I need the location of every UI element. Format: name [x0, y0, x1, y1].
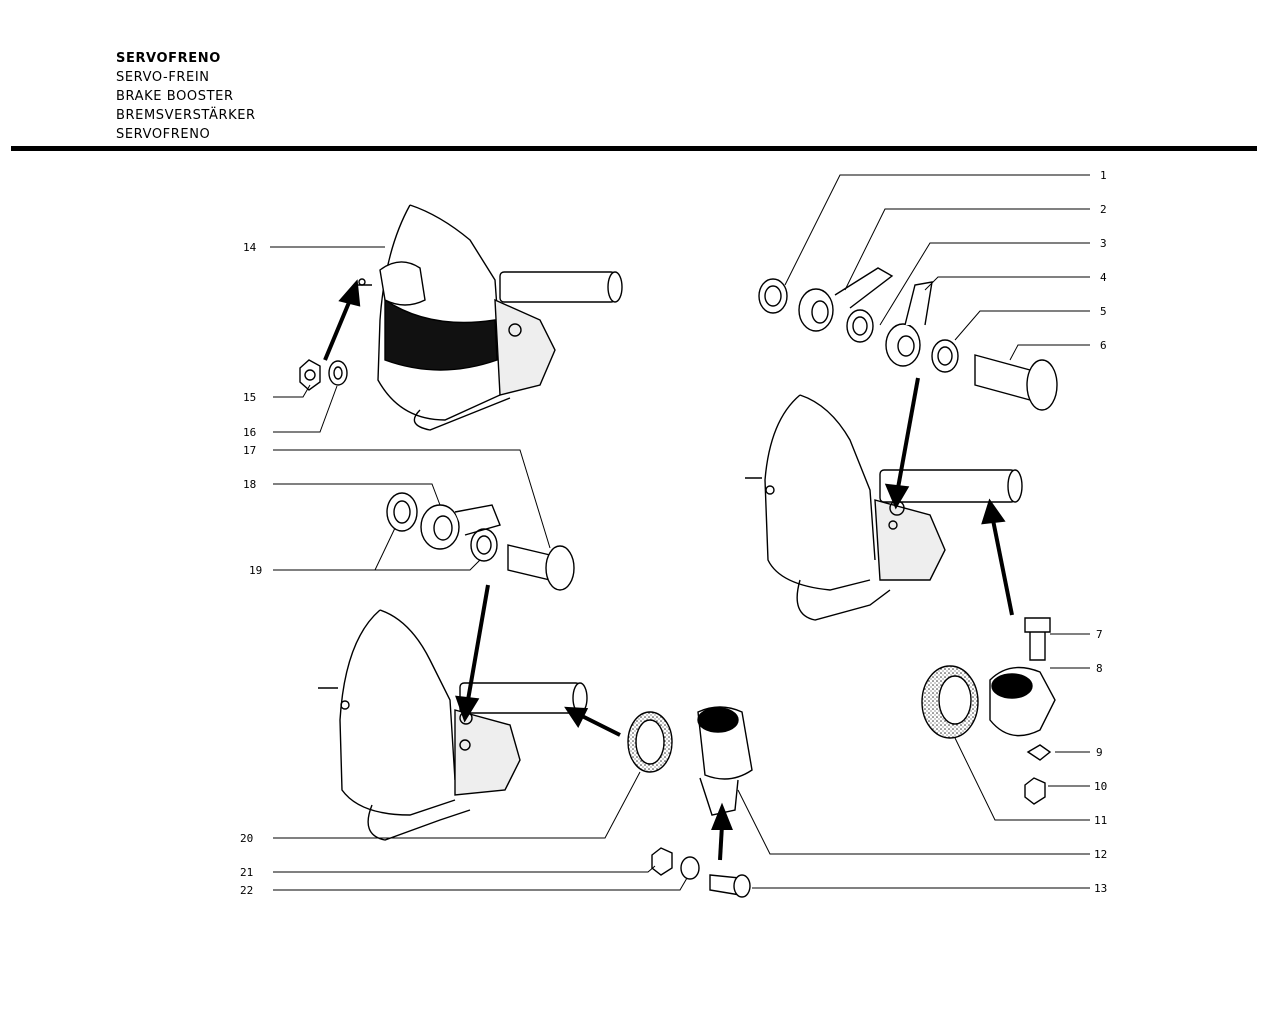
callout-1: 1	[1100, 169, 1107, 182]
nut-21	[651, 847, 673, 876]
callout-6: 6	[1100, 339, 1107, 352]
callout-labels: 1 2 3 4 5 6 7 8 9 10 11 12 13 14 15 16 1…	[240, 169, 1107, 897]
arrow-to-shaft-c	[579, 713, 621, 737]
arrow-to-clamp-12	[718, 824, 724, 861]
callout-2: 2	[1100, 203, 1107, 216]
callout-13: 13	[1094, 882, 1107, 895]
callout-14: 14	[243, 241, 257, 254]
callout-15: 15	[243, 391, 256, 404]
title-spanish: SERVOFRENO	[116, 127, 211, 142]
callout-17: 17	[243, 444, 256, 457]
callout-3: 3	[1100, 237, 1107, 250]
title-english: BRAKE BOOSTER	[116, 89, 234, 104]
washer-3	[846, 309, 874, 343]
booster-bottom-left	[318, 609, 588, 841]
title-german: BREMSVERSTÄRKER	[116, 108, 256, 123]
callout-5: 5	[1100, 305, 1107, 318]
callout-8: 8	[1096, 662, 1103, 675]
washer-5	[931, 339, 959, 373]
banjo-bolt-6	[974, 354, 1031, 401]
washer-1	[758, 278, 788, 314]
callout-12: 12	[1094, 848, 1107, 861]
callout-16: 16	[243, 426, 256, 439]
title-block: SERVOFRENO SERVO-FREIN BRAKE BOOSTER BRE…	[116, 49, 256, 144]
banjo-bolt-17	[507, 544, 551, 581]
callout-4: 4	[1100, 271, 1107, 284]
washer-19a	[386, 492, 418, 532]
callout-21: 21	[240, 866, 253, 879]
callout-19: 19	[249, 564, 262, 577]
washer-16	[328, 360, 348, 386]
header-rule	[11, 146, 1257, 151]
banjo-fitting-4	[885, 323, 921, 367]
banjo-fitting-18	[420, 504, 460, 550]
arrow-to-shaft-b	[991, 519, 1014, 616]
booster-top-left	[355, 204, 623, 431]
callout-22: 22	[240, 884, 253, 897]
callout-9: 9	[1096, 746, 1103, 759]
nut-15	[299, 359, 321, 391]
callout-7: 7	[1096, 628, 1103, 641]
callout-11: 11	[1094, 814, 1107, 827]
arrow-to-port-b	[896, 377, 920, 489]
title-italian: SERVOFRENO	[116, 51, 221, 66]
title-french: SERVO-FREIN	[116, 70, 210, 85]
lock-washer-9	[1026, 744, 1052, 761]
arrow-to-port-c	[466, 584, 490, 701]
callout-10: 10	[1094, 780, 1107, 793]
callout-20: 20	[240, 832, 253, 845]
washer-19b	[470, 528, 498, 562]
booster-right	[745, 394, 1023, 621]
arrow-to-stud	[323, 299, 352, 361]
nut-10	[1024, 777, 1046, 805]
callout-18: 18	[243, 478, 256, 491]
washer-22	[680, 856, 700, 880]
